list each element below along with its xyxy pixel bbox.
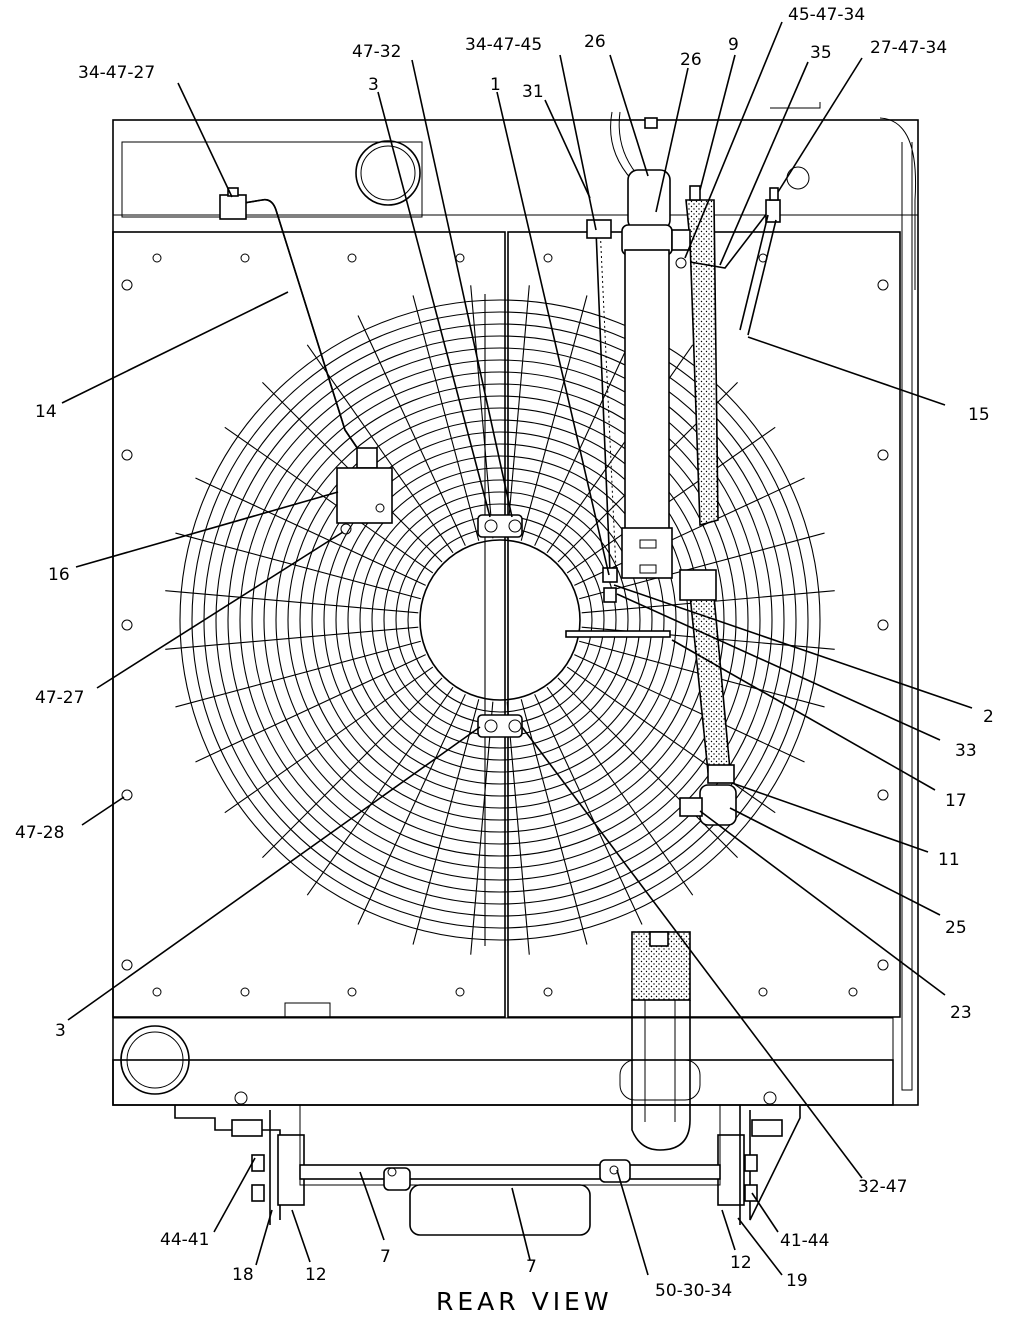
callout-16: 16 [48,565,70,585]
callout-14: 14 [35,402,57,422]
guard-spoke [506,285,530,539]
callout-41-44: 41-44 [780,1231,829,1251]
callout-12-right: 12 [730,1253,752,1273]
callout-25: 25 [945,918,967,938]
callout-11: 11 [938,850,960,870]
callout-19: 19 [786,1271,808,1291]
guard-spoke [306,344,454,554]
outlet-pipe [619,931,701,1151]
hose-35 [671,185,781,527]
guard-spoke [165,626,419,650]
guard-spoke [470,701,494,955]
guard-ring [191,311,809,929]
sensor-box-16 [336,467,393,524]
callout-32-47: 32-47 [858,1177,907,1197]
guard-spoke [534,315,643,546]
callout-35: 35 [810,43,832,63]
guard-spoke [165,590,419,614]
callout-34-47-27: 34-47-27 [78,63,155,83]
callout-34-47-45: 34-47-45 [465,35,542,55]
callout-47-27: 47-27 [35,688,84,708]
guard-spoke [566,426,776,574]
callout-50-30-34: 50-30-34 [655,1281,732,1301]
guard-spoke [175,640,421,708]
guard-spoke [412,295,480,541]
guard-spoke [195,654,426,763]
guard-spoke [566,666,776,814]
guard-spoke [534,694,643,925]
guard-ring [359,479,641,761]
callout-1: 1 [490,75,501,95]
callout-2: 2 [983,707,994,727]
guard-spoke [557,677,738,858]
guard-ring [179,299,821,941]
callout-3-lower: 3 [55,1021,66,1041]
guard-spoke [574,654,805,763]
guard-spoke [357,315,466,546]
view-title: REAR VIEW [436,1287,613,1316]
lower-hose [679,569,737,826]
callout-26-a: 26 [584,32,606,52]
guard-spoke [224,666,434,814]
guard-ring [239,359,761,881]
callout-18: 18 [232,1265,254,1285]
callout-47-28: 47-28 [15,823,64,843]
guard-spoke [546,686,694,896]
tube-14 [219,187,393,535]
callout-7-center: 7 [526,1257,537,1277]
radiator-frame [112,102,919,1106]
guard-ring [215,335,785,905]
callout-15: 15 [968,405,990,425]
callout-26-b: 26 [680,50,702,70]
callout-9: 9 [728,35,739,55]
guard-spoke [506,701,530,955]
callout-31: 31 [522,82,544,102]
leader-lines [61,21,973,1276]
callout-47-32: 47-32 [352,42,401,62]
callout-45-47-34: 45-47-34 [788,5,865,25]
guard-spoke [470,285,494,539]
callout-27-47-34: 27-47-34 [870,38,947,58]
callout-7-left: 7 [380,1247,391,1267]
guard-spoke [175,532,421,600]
guard-spoke [412,699,480,945]
guard-ring [347,467,653,773]
callout-17: 17 [945,791,967,811]
guard-ring [263,383,737,857]
guard-spoke [195,477,426,586]
guard-ring [371,491,629,749]
guard-ring [311,431,689,809]
guard-spoke [520,295,588,541]
callout-23: 23 [950,1003,972,1023]
callout-labels: 34-47-27 47-32 3 34-47-45 1 31 26 26 9 4… [15,5,994,1301]
callout-3-upper: 3 [368,75,379,95]
callout-33: 33 [955,741,977,761]
pipe-26 [610,111,673,579]
guard-ring [251,371,749,869]
guard-spoke [262,677,443,858]
guard-spoke [306,686,454,896]
callout-12-left: 12 [305,1265,327,1285]
guard-ring [335,455,665,785]
callout-44-41: 44-41 [160,1230,209,1250]
guard-spoke [357,694,466,925]
fan-guard [165,285,835,955]
guard-ring [227,347,773,893]
mounting-hardware [174,1091,801,1236]
guard-spoke [224,426,434,574]
guard-ring [275,395,725,845]
